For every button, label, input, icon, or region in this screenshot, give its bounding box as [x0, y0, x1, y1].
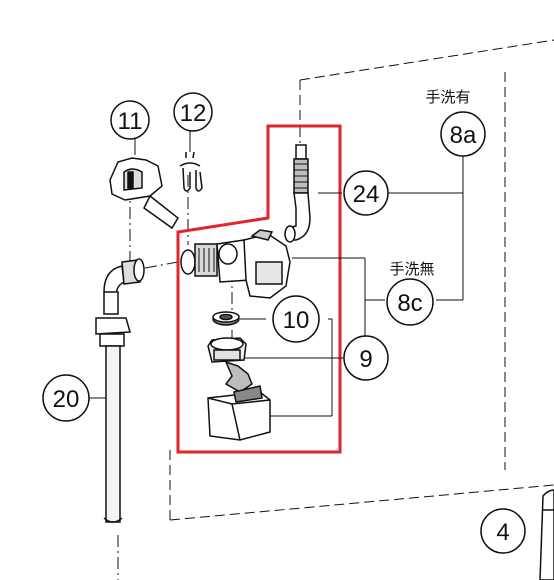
part-washer-10 — [212, 311, 240, 326]
part-clamp-11 — [109, 157, 179, 230]
callout-24: 24 — [343, 170, 389, 216]
part-solenoid-9 — [207, 337, 271, 441]
leader-lines — [89, 130, 464, 417]
highlight-border — [176, 124, 342, 454]
part-pipe-20 — [95, 258, 145, 523]
note-with-handwash: 手洗有 — [425, 88, 470, 106]
callout-12-label: 12 — [180, 100, 207, 127]
callout-8a-label: 8a — [450, 122, 477, 149]
callout-8c-label: 8c — [397, 290, 422, 317]
callout-12: 12 — [173, 92, 213, 132]
hose-ribs — [294, 163, 308, 189]
callout-11: 11 — [110, 100, 150, 140]
callout-20-label: 20 — [53, 386, 80, 413]
callout-8a: 8a — [440, 111, 486, 157]
callout-9-label: 9 — [359, 346, 372, 373]
callout-24-label: 24 — [353, 181, 380, 208]
callout-10: 10 — [272, 295, 320, 343]
callout-8c: 8c — [386, 278, 434, 326]
callout-20: 20 — [42, 374, 90, 422]
callout-10-label: 10 — [283, 307, 310, 334]
part-clip-12 — [179, 151, 203, 192]
part-hose-24 — [284, 144, 311, 243]
note-without-handwash: 手洗無 — [389, 260, 434, 278]
part-4-partial — [539, 489, 554, 580]
callout-4-label: 4 — [496, 519, 509, 546]
part-valve-body — [180, 229, 291, 299]
valve-ribs — [198, 248, 215, 272]
callout-4: 4 — [480, 508, 526, 554]
cabinet-outline — [169, 39, 554, 521]
callout-11-label: 11 — [118, 108, 143, 135]
callout-9: 9 — [343, 335, 389, 381]
